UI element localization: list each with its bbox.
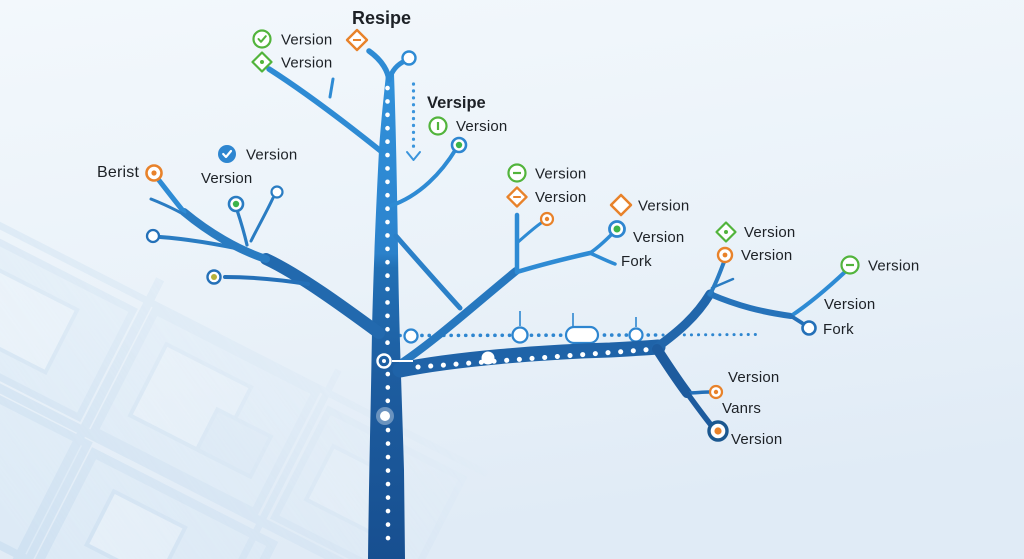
- mid-fork-orange-twig: [515, 221, 543, 245]
- label-version-mid-node: Version: [633, 229, 684, 246]
- green-check-circle-icon: [252, 29, 272, 49]
- left-open-ring-node-lower: [145, 228, 161, 244]
- mid-fork-stub: [588, 251, 617, 266]
- label-version-bullseye-right: Version: [741, 247, 792, 264]
- trunk-glow-dot: [376, 407, 394, 425]
- mid-branch: [399, 267, 520, 366]
- rail-ring-node-2: [511, 326, 529, 344]
- right-arm-orange-tip: [708, 260, 726, 296]
- label-resipe: Resipe: [352, 8, 411, 28]
- lower-right-arm: [652, 344, 692, 398]
- rail-stadium-node: [564, 325, 600, 345]
- label-version-plain-left: Version: [201, 170, 252, 187]
- right-arm-horizontal: [707, 291, 794, 319]
- left-twig-openring: [249, 196, 275, 243]
- right-arm-small-twig: [710, 277, 735, 290]
- mid-fork-right-arm: [514, 250, 593, 275]
- green-circle-bar-icon: [428, 116, 448, 136]
- lower-right-tip-lower: [684, 390, 714, 428]
- top-open-ring-node: [401, 50, 417, 66]
- left-twig-ring: [158, 235, 252, 253]
- label-version-br-top: Version: [728, 369, 779, 386]
- right-orange-bullseye-node: [716, 246, 734, 264]
- orange-diamond-minus-icon-top: [345, 28, 369, 52]
- green-diamond-dot-icon: [251, 51, 273, 73]
- label-version-check-green: Version: [281, 32, 332, 49]
- berist-bullseye-node: [145, 164, 163, 182]
- blue-check-badge-icon: [218, 145, 236, 163]
- green-diamond-dot-icon-right: [715, 221, 737, 243]
- label-version-circle-bar: Version: [456, 118, 507, 135]
- right-arm-fork-tip: [789, 314, 804, 325]
- label-version-circle-minus: Version: [535, 166, 586, 183]
- br-small-bullseye-node: [708, 384, 724, 400]
- left-open-ring-node-upper: [270, 185, 284, 199]
- right-arm-green-tip: [789, 269, 848, 318]
- rail-ring-node-3: [628, 327, 644, 343]
- br-navy-orange-node: [707, 420, 729, 442]
- left-twig-greennode: [235, 208, 249, 247]
- label-version-diamond-plain: Version: [638, 198, 689, 215]
- left-twig-plain: [149, 197, 200, 225]
- label-version-check-blue: Version: [246, 147, 297, 164]
- label-version-diamond-dot-right: Version: [744, 224, 795, 241]
- rail-ring-node-1: [403, 328, 419, 344]
- label-version-right-arm: Version: [824, 296, 875, 313]
- mid-green-node: [608, 220, 626, 238]
- label-version-diamond-minus: Version: [535, 189, 586, 206]
- green-circle-minus-icon-mid: [507, 163, 527, 183]
- left-green-node: [227, 195, 245, 213]
- label-versipe: Versipe: [427, 94, 486, 112]
- orange-diamond-icon: [609, 193, 633, 217]
- right-arm-rise: [651, 289, 715, 353]
- mid-branch-upper-twig: [393, 233, 463, 311]
- left-twig-olive: [223, 275, 310, 286]
- dotted-arrow-down: [406, 82, 421, 161]
- label-vanrs: Vanrs: [722, 400, 761, 417]
- mid-orange-bullseye-node: [539, 211, 555, 227]
- label-berist: Berist: [97, 164, 139, 181]
- versipe-green-node: [450, 136, 468, 154]
- label-version-br-bottom: Version: [731, 431, 782, 448]
- right-fork-open-ring-node: [801, 320, 817, 336]
- topleft-branch-twig: [328, 77, 335, 99]
- green-circle-minus-icon-right: [840, 255, 860, 275]
- lower-right-tip-upper: [685, 390, 711, 395]
- trunk-white-dots: [385, 85, 653, 553]
- left-limb-base: [260, 253, 385, 339]
- label-version-circle-minus-right: Version: [868, 258, 919, 275]
- mid-fork-node-twig: [588, 232, 614, 255]
- label-fork-right: Fork: [823, 321, 854, 338]
- label-version-diamond-dot: Version: [281, 55, 332, 72]
- left-olive-node: [206, 269, 222, 285]
- left-limb-tip: [155, 176, 187, 215]
- versipe-twig: [388, 147, 458, 208]
- trunk-target-node: [376, 353, 413, 369]
- orange-diamond-minus-icon-mid: [506, 186, 528, 208]
- topleft-branch: [266, 66, 385, 155]
- limb-big-white-dot: [481, 351, 495, 365]
- label-fork-mid: Fork: [621, 253, 652, 270]
